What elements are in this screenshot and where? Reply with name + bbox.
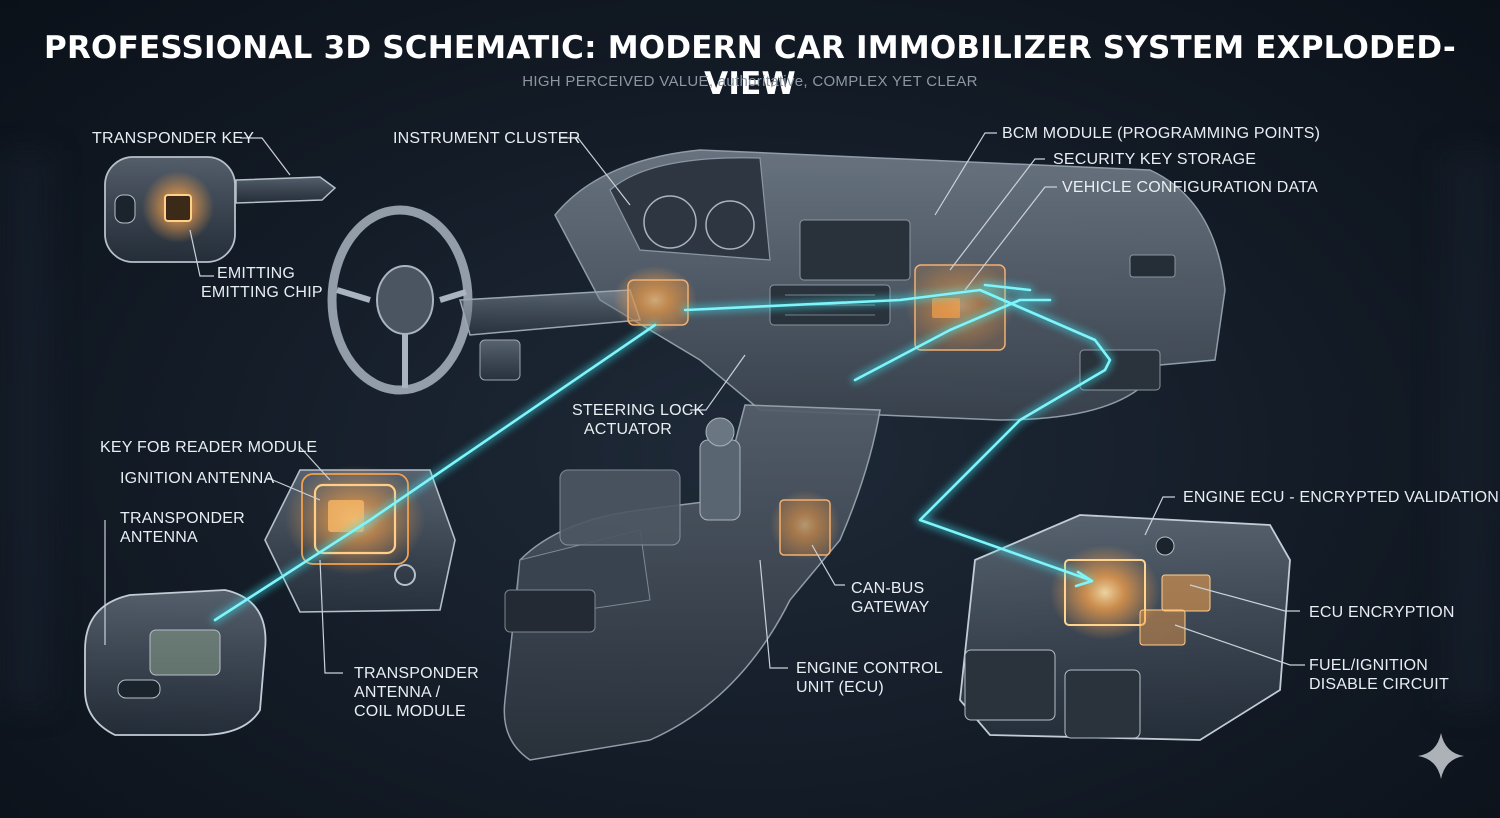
label-can-bus-line2: GATEWAY: [851, 599, 930, 616]
label-bcm-module: BCM MODULE (PROGRAMMING POINTS): [1002, 125, 1321, 142]
key-fob-illustration: [84, 589, 267, 736]
can-bus-gateway-component: [770, 490, 840, 560]
label-instrument-cluster: INSTRUMENT CLUSTER: [393, 130, 581, 147]
page-title: PROFESSIONAL 3D SCHEMATIC: MODERN CAR IM…: [44, 30, 1456, 102]
label-transponder-antenna-line2: ANTENNA: [120, 529, 198, 546]
column-to-ecu-line: [683, 288, 1112, 582]
label-coil-module-line3: COIL MODULE: [354, 703, 466, 720]
label-fuel-ignition-line2: DISABLE CIRCUIT: [1309, 676, 1449, 693]
center-console-illustration: [503, 404, 881, 761]
dashboard-illustration: [554, 149, 1226, 421]
label-emitting-chip-line1: EMITTING: [217, 265, 296, 282]
label-can-bus-line1: CAN-BUS: [851, 580, 925, 597]
bcm-branch-line: [853, 298, 1052, 382]
signal-lines: [211, 281, 1114, 624]
label-steering-lock-line2: ACTUATOR: [583, 421, 672, 438]
label-ecu-encryption: ECU ENCRYPTION: [1309, 604, 1455, 621]
sparkle-icon: [1418, 733, 1464, 779]
label-ecu-line2: UNIT (ECU): [796, 679, 884, 696]
label-transponder-antenna-line1: TRANSPONDER: [120, 510, 245, 527]
leader-lines: [104, 132, 1305, 674]
label-transponder-key: TRANSPONDER KEY: [92, 130, 255, 147]
transponder-key-illustration: [104, 156, 337, 263]
steering-lock-component: [613, 266, 697, 334]
bcm-module-component: [905, 260, 1015, 351]
label-emitting-chip-line2: EMITTING CHIP: [201, 284, 323, 301]
label-steering-lock-line1: STEERING LOCK: [572, 402, 705, 419]
fob-to-column-line: [213, 323, 657, 622]
steering-wheel-illustration: [327, 205, 642, 395]
label-fuel-ignition-line1: FUEL/IGNITION: [1309, 657, 1429, 674]
label-coil-module-line1: TRANSPONDER: [354, 665, 479, 682]
label-ecu-line1: ENGINE CONTROL: [796, 660, 943, 677]
label-coil-module-line2: ANTENNA /: [354, 684, 441, 701]
label-ignition-antenna: IGNITION ANTENNA: [120, 470, 275, 487]
engine-ecu-illustration: [959, 514, 1291, 741]
label-engine-ecu-validation: ENGINE ECU - ENCRYPTED VALIDATION: [1183, 489, 1499, 506]
label-key-fob-reader: KEY FOB READER MODULE: [100, 439, 318, 456]
page-subtitle: HIGH PERCEIVED VALUE, authoritative, COM…: [522, 73, 978, 90]
label-security-key-storage: SECURITY KEY STORAGE: [1053, 151, 1257, 168]
label-vehicle-configuration: VEHICLE CONFIGURATION DATA: [1062, 179, 1318, 196]
key-fob-reader-illustration: [264, 465, 456, 613]
background-pillars: [0, 150, 1500, 710]
